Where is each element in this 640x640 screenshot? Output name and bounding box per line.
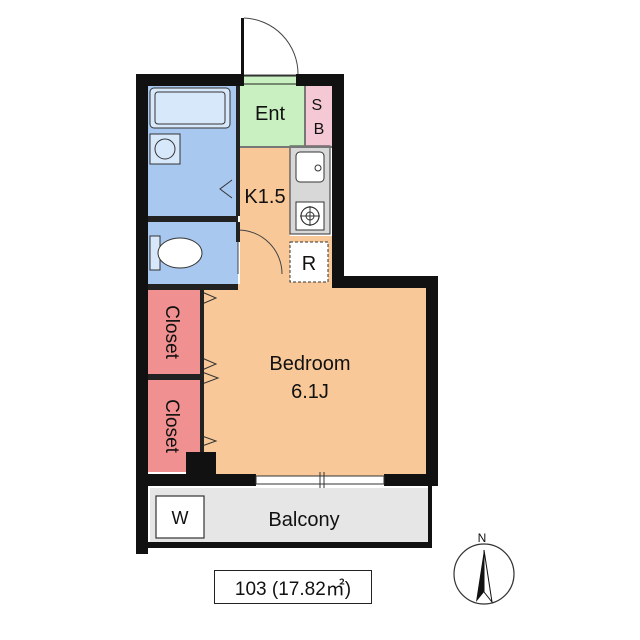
entrance-door (241, 17, 299, 76)
outer-walls (136, 74, 438, 554)
shoe-box-area (306, 84, 332, 146)
kitchen-counter (289, 145, 331, 235)
bedroom-area (202, 284, 428, 480)
refrigerator-label: R (302, 253, 316, 275)
closet-label-1: Closet (161, 305, 182, 360)
north-compass-icon: N (453, 531, 515, 605)
bedroom-label: Bedroom (269, 353, 350, 375)
bath-door-marker (219, 179, 233, 199)
shoe-box-label-line2: B (314, 121, 325, 138)
toilet-door-swing (237, 229, 283, 275)
washer-label: W (172, 508, 189, 528)
closet-area-1 (146, 290, 200, 374)
entrance-label: Ent (255, 103, 285, 125)
closet-label-2: Closet (161, 399, 182, 454)
shoe-box-label: S B (311, 97, 326, 138)
unit-caption: 103 (17.82㎡) (214, 570, 372, 604)
wash-basin (149, 133, 181, 165)
interior-walls (146, 75, 335, 472)
shoe-box-label-line1: S (311, 97, 322, 114)
closet-door-markers (201, 291, 220, 447)
kitchen-label: K1.5 (244, 186, 285, 208)
bedroom-size-label: 6.1J (291, 381, 329, 403)
refrigerator-space (289, 241, 329, 283)
compass-north-label: N (478, 531, 487, 545)
washer-space (155, 495, 205, 539)
entrance-area (240, 84, 306, 146)
bathtub (149, 87, 231, 129)
balcony-window (255, 472, 385, 488)
balcony-label: Balcony (268, 509, 339, 531)
toilet (149, 235, 203, 271)
